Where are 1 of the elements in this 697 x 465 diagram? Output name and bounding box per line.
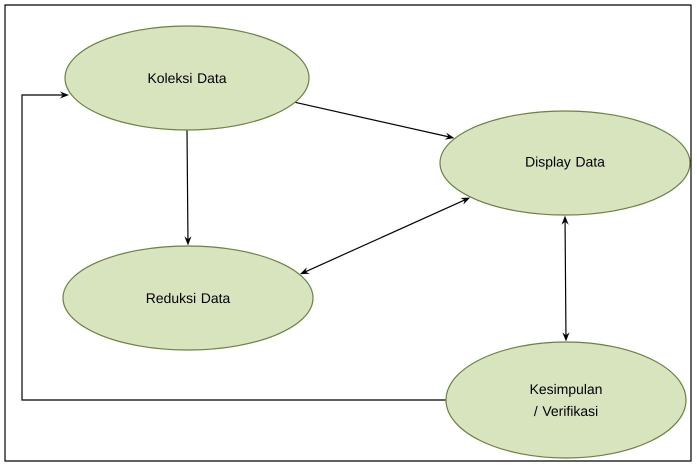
arrow — [21, 91, 446, 401]
